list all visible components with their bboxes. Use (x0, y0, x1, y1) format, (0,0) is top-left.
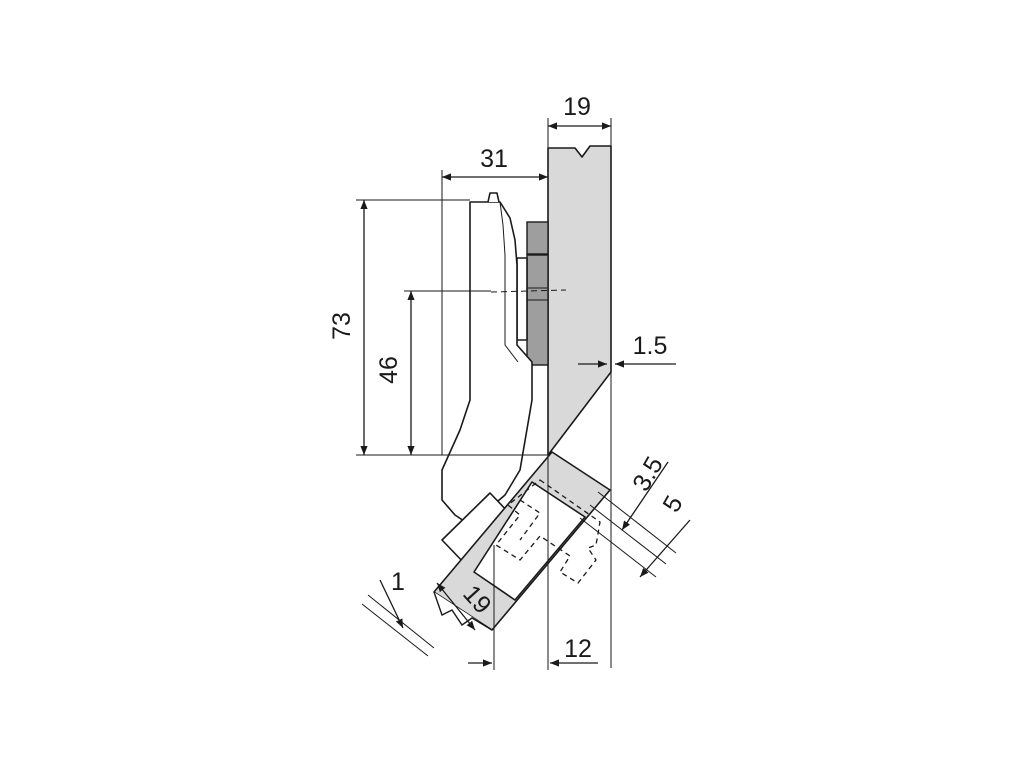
cup-dashed-outline (495, 479, 601, 584)
arm-inner-edge (499, 201, 519, 363)
plate-clip (516, 257, 528, 341)
door-inner-face (473, 481, 586, 601)
dim-12-label: 12 (564, 635, 592, 663)
dim-35-line (621, 461, 669, 531)
dim-1-line (379, 579, 404, 629)
arm-top-knob (487, 192, 500, 203)
dim-73-label: 73 (328, 312, 356, 340)
center-dash (490, 289, 567, 293)
dim-19-label: 19 (563, 93, 591, 121)
ext-35-a (597, 491, 677, 554)
mounting-plate-upper (526, 221, 549, 255)
dim-5-line (639, 519, 691, 578)
dim-15-label: 1.5 (633, 332, 668, 360)
ext-1-a (367, 594, 435, 649)
dim-door-19-line (436, 582, 476, 631)
ext-35-b (589, 504, 667, 565)
plate-screw-line (527, 287, 548, 301)
ext-5-c (579, 517, 657, 578)
dim-46-label: 46 (375, 356, 403, 384)
dim-1-label: 1 (391, 568, 405, 596)
carcass-panel (547, 145, 612, 456)
dim-31-label: 31 (480, 145, 508, 173)
ext-1-b (361, 603, 429, 657)
dim-35-label: 3.5 (627, 452, 669, 496)
mounting-plate-lower (526, 254, 549, 366)
hinge-arm (441, 201, 533, 526)
cup-dashed-inner (519, 499, 541, 541)
dim-5-label: 5 (657, 491, 688, 517)
